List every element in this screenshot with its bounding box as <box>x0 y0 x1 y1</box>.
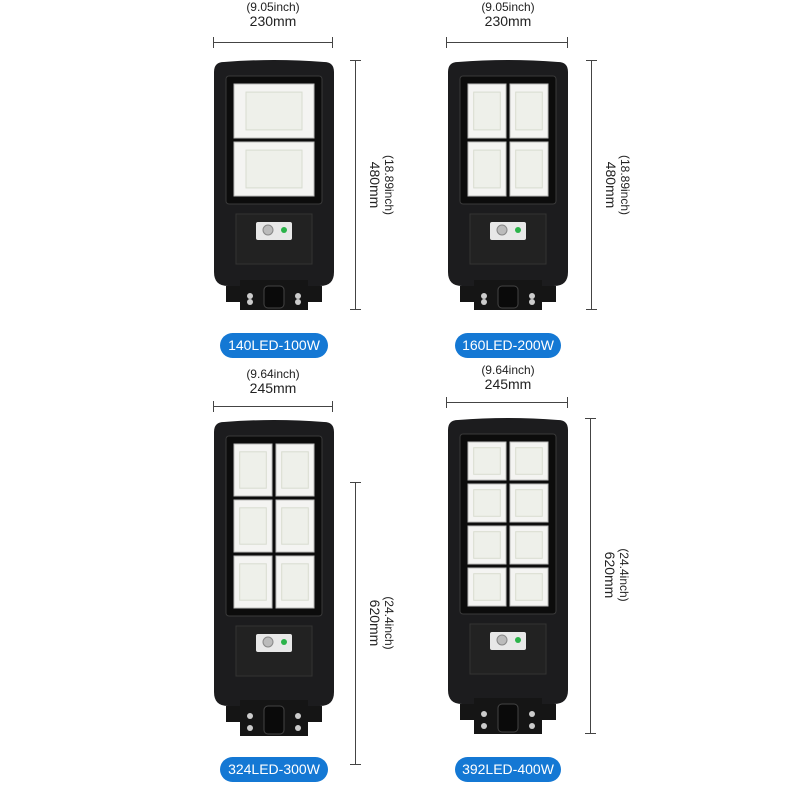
height-label: (24.4inch) 620mm <box>367 553 396 693</box>
indicator-light-icon <box>281 639 287 645</box>
street-lamp-image <box>214 60 334 310</box>
led-chip-array <box>281 563 309 601</box>
screw-icon <box>529 293 535 299</box>
width-label: (9.05inch) 230mm <box>203 0 343 28</box>
pole-clamp <box>263 705 285 735</box>
model-badge: 140LED-100W <box>220 333 328 358</box>
screw-icon <box>529 711 535 717</box>
motion-sensor-icon <box>262 224 274 236</box>
led-chip-array <box>473 573 501 601</box>
width-label: (9.64inch) 245mm <box>203 367 343 395</box>
screw-icon <box>247 725 253 731</box>
indicator-light-icon <box>515 637 521 643</box>
screw-icon <box>247 299 253 305</box>
motion-sensor-icon <box>496 634 508 646</box>
screw-icon <box>481 299 487 305</box>
screw-icon <box>295 299 301 305</box>
screw-icon <box>481 723 487 729</box>
indicator-light-icon <box>281 227 287 233</box>
screw-icon <box>295 713 301 719</box>
led-chip-array <box>281 507 309 545</box>
height-mm: 620mm <box>367 599 383 647</box>
screw-icon <box>529 299 535 305</box>
height-mm: 620mm <box>602 551 618 599</box>
height-mm: 480mm <box>367 161 383 209</box>
led-chip-array <box>515 573 543 601</box>
height-inch: (18.89inch) <box>382 154 396 216</box>
motion-sensor-icon <box>262 636 274 648</box>
led-chip-array <box>473 531 501 559</box>
width-inch: (9.64inch) <box>481 363 535 377</box>
width-dimension-line <box>213 401 333 412</box>
led-chip-array <box>473 91 501 131</box>
width-dimension-line <box>446 37 568 48</box>
height-label: (18.89inch) 480mm <box>603 115 632 255</box>
led-chip-array <box>515 447 543 475</box>
led-chip-array <box>245 91 303 131</box>
led-chip-array <box>515 149 543 189</box>
led-chip-array <box>281 451 309 489</box>
width-inch: (9.64inch) <box>246 367 300 381</box>
height-mm: 480mm <box>603 161 619 209</box>
led-chip-array <box>239 563 267 601</box>
led-chip-array <box>473 489 501 517</box>
height-dimension-line <box>586 60 597 310</box>
led-chip-array <box>239 507 267 545</box>
led-chip-array <box>515 91 543 131</box>
height-label: (24.4inch) 620mm <box>602 505 631 645</box>
led-chip-array <box>515 489 543 517</box>
width-inch: (9.05inch) <box>481 0 535 14</box>
screw-icon <box>247 713 253 719</box>
width-inch: (9.05inch) <box>246 0 300 14</box>
led-chip-array <box>239 451 267 489</box>
height-label: (18.89inch) 480mm <box>367 115 396 255</box>
height-dimension-line <box>350 60 361 310</box>
screw-icon <box>529 723 535 729</box>
screw-icon <box>247 293 253 299</box>
street-lamp-image <box>448 418 568 734</box>
street-lamp-image <box>214 420 334 736</box>
screw-icon <box>295 293 301 299</box>
led-chip-array <box>473 447 501 475</box>
model-badge: 324LED-300W <box>220 757 328 782</box>
street-lamp-image <box>448 60 568 310</box>
pole-clamp <box>497 285 519 309</box>
led-chip-array <box>515 531 543 559</box>
led-chip-array <box>473 149 501 189</box>
width-dimension-line <box>213 37 333 48</box>
model-badge: 392LED-400W <box>455 757 561 782</box>
height-dimension-line <box>585 418 596 734</box>
width-mm: 230mm <box>484 13 532 29</box>
width-label: (9.64inch) 245mm <box>438 363 578 391</box>
screw-icon <box>295 725 301 731</box>
screw-icon <box>481 293 487 299</box>
height-dimension-line <box>350 482 361 765</box>
width-dimension-line <box>446 397 568 408</box>
width-mm: 245mm <box>484 376 532 392</box>
indicator-light-icon <box>515 227 521 233</box>
width-label: (9.05inch) 230mm <box>438 0 578 28</box>
width-mm: 230mm <box>249 13 297 29</box>
motion-sensor-icon <box>496 224 508 236</box>
pole-clamp <box>497 703 519 733</box>
height-inch: (24.4inch) <box>617 548 631 602</box>
model-badge: 160LED-200W <box>455 333 561 358</box>
height-inch: (18.89inch) <box>618 154 632 216</box>
height-inch: (24.4inch) <box>382 596 396 650</box>
width-mm: 245mm <box>249 380 297 396</box>
screw-icon <box>481 711 487 717</box>
pole-clamp <box>263 285 285 309</box>
led-chip-array <box>245 149 303 189</box>
